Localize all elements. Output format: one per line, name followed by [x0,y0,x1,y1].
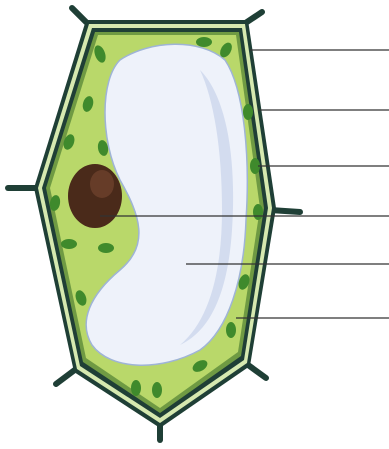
chloroplast [61,239,77,249]
chloroplast [131,380,141,396]
chloroplast [243,104,253,120]
nucleus-highlight [90,170,114,198]
chloroplast [98,243,114,253]
chloroplast [196,37,212,47]
chloroplast [253,204,263,220]
chloroplast [226,322,236,338]
chloroplast [152,382,162,398]
